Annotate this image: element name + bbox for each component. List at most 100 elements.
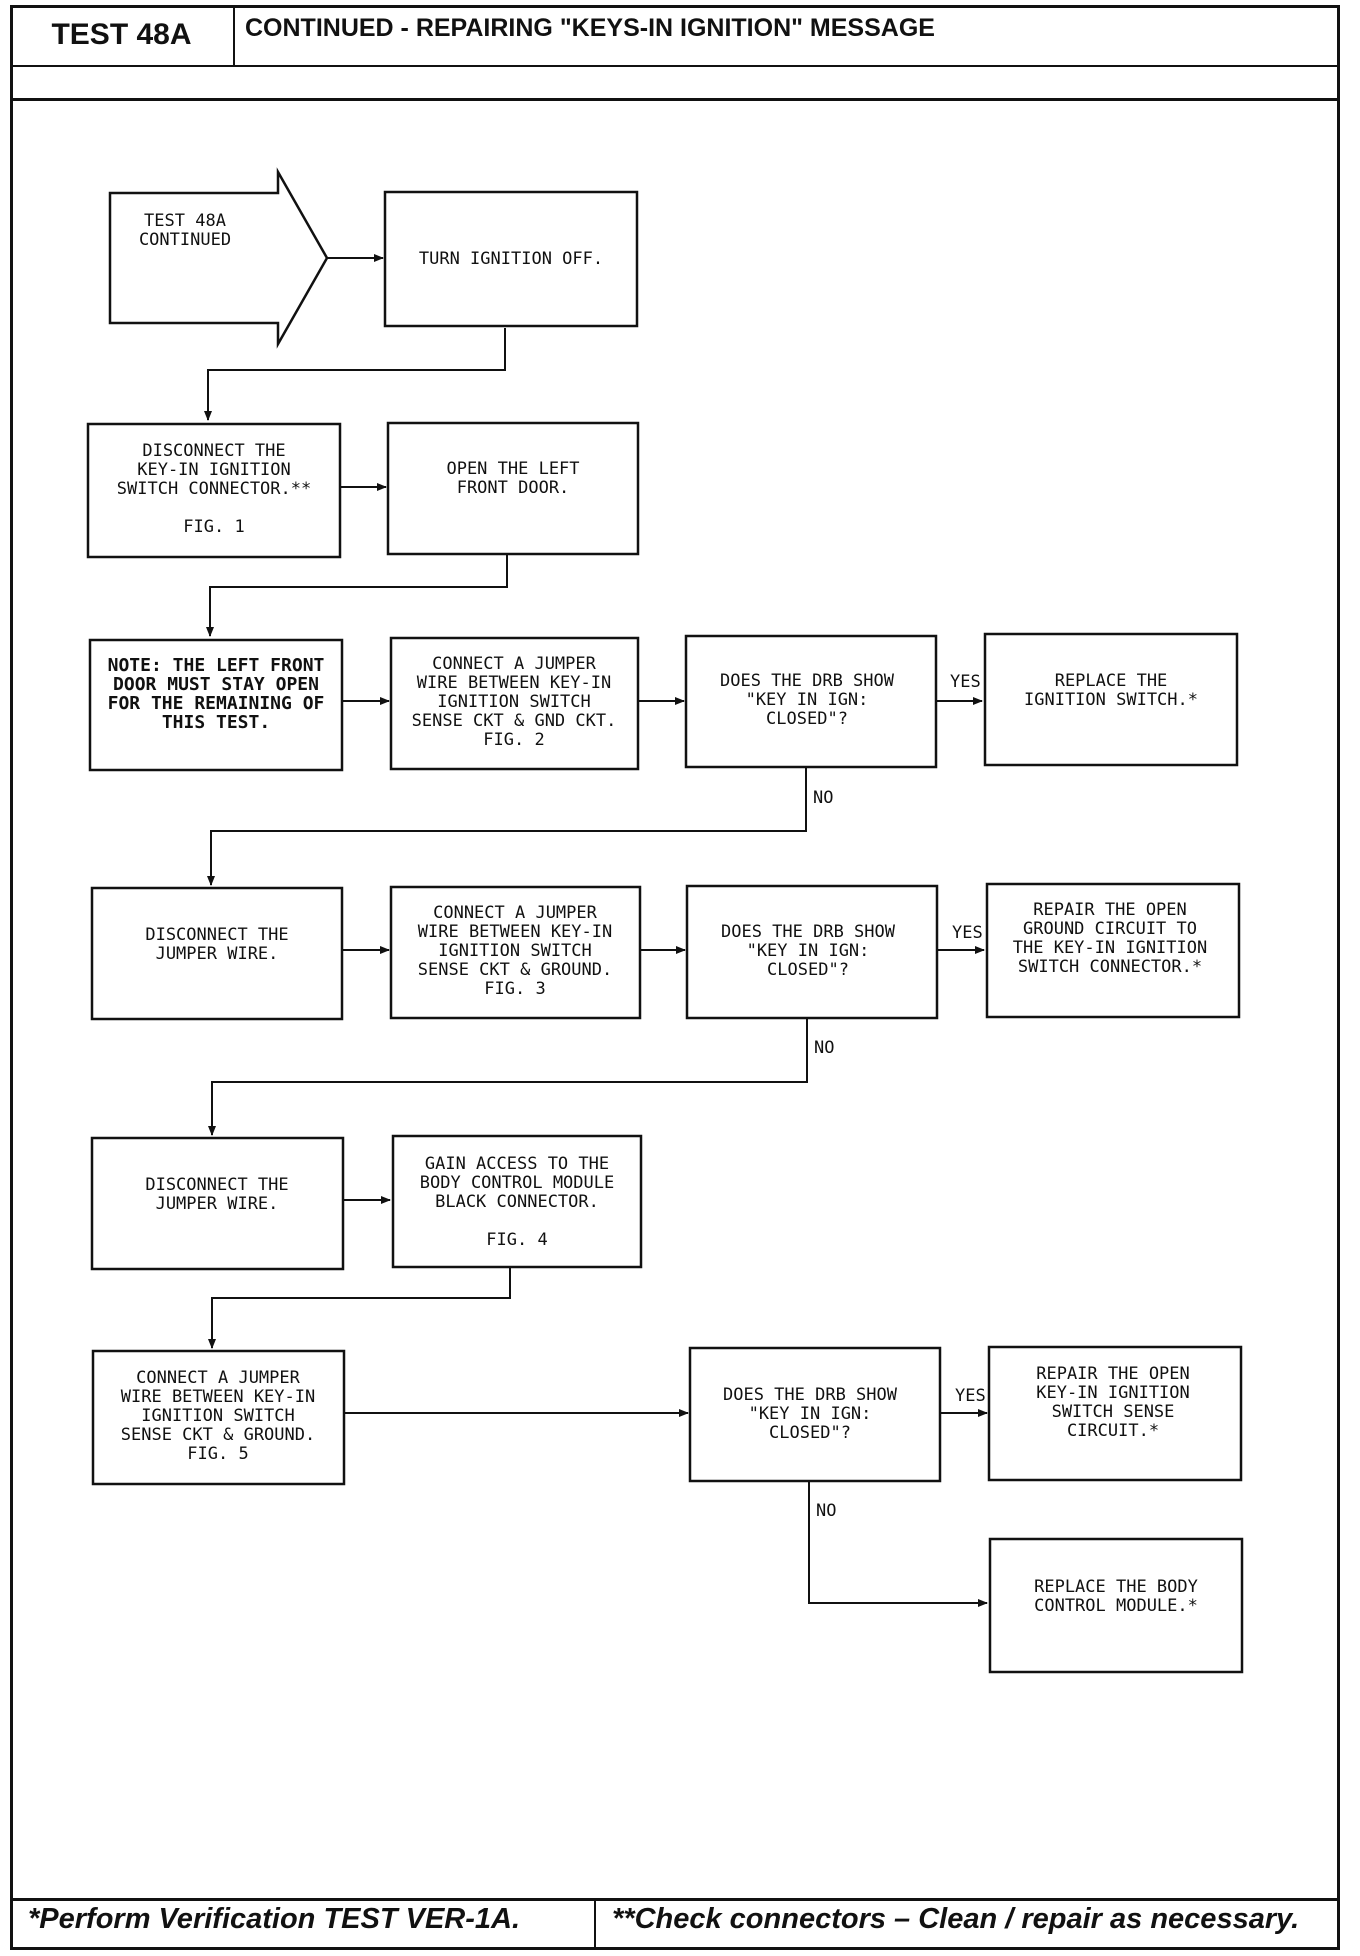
- flow-text-line: SWITCH SENSE: [1052, 1402, 1175, 1422]
- repair-ground-box: [985, 882, 1241, 1019]
- start-pointer: [108, 167, 329, 349]
- flow-text-line: REPAIR THE OPEN: [1036, 1364, 1190, 1384]
- flow-text-line: REPLACE THE BODY: [1034, 1577, 1198, 1597]
- question-1-text: DOES THE DRB SHOW"KEY IN IGN:CLOSED"?: [720, 671, 895, 729]
- flow-text-line: NOTE: THE LEFT FRONT: [108, 655, 325, 676]
- yes-label-3: YES: [955, 1386, 986, 1406]
- open-door-box: [386, 421, 640, 556]
- flow-text-line: REPLACE THE: [1055, 671, 1168, 691]
- flow-text-line: FIG. 2: [483, 730, 544, 750]
- footer-divider: [594, 1898, 596, 1950]
- flow-text-line: THE KEY-IN IGNITION: [1013, 938, 1207, 958]
- flow-text-line: DOES THE DRB SHOW: [720, 671, 895, 691]
- flow-text-line: TURN IGNITION OFF.: [419, 249, 603, 269]
- flow-text-line: "KEY IN IGN:: [746, 690, 869, 710]
- flow-text-line: FIG. 5: [187, 1444, 248, 1464]
- disconnect-switch-box: [86, 422, 342, 559]
- footer-connector-note: **Check connectors – Clean / repair as n…: [612, 1903, 1300, 1935]
- turn-ignition-off-box: [383, 190, 639, 328]
- flow-text-line: WIRE BETWEEN KEY-IN: [417, 673, 611, 693]
- disconnect-jumper-1-box: [90, 886, 344, 1021]
- test-id: TEST 48A: [10, 5, 235, 65]
- question-1-box: [684, 634, 938, 769]
- flow-text-line: IGNITION SWITCH: [438, 941, 592, 961]
- flow-text-line: THIS TEST.: [162, 712, 270, 733]
- no-label-2: NO: [814, 1038, 834, 1058]
- flow-text-line: DISCONNECT THE: [145, 1175, 288, 1195]
- flow-text-line: CONTROL MODULE.*: [1034, 1596, 1198, 1616]
- flow-text-line: SENSE CKT & GROUND.: [121, 1425, 315, 1445]
- flow-text-line: JUMPER WIRE.: [156, 944, 279, 964]
- arrow-question-1-no: [207, 765, 807, 886]
- note-box: [88, 638, 344, 772]
- flow-text-line: FIG. 1: [183, 517, 244, 537]
- replace-switch-box: [983, 632, 1239, 767]
- turn-ignition-off-text: TURN IGNITION OFF.: [419, 249, 603, 269]
- replace-bcm-box: [988, 1537, 1244, 1674]
- flow-text-line: DOES THE DRB SHOW: [721, 922, 896, 942]
- flow-text-line: "KEY IN IGN:: [749, 1404, 872, 1424]
- page-frame: [10, 5, 1340, 1950]
- flow-text-line: IGNITION SWITCH.*: [1024, 690, 1198, 710]
- gain-access-box: [391, 1134, 643, 1269]
- flow-text-line: SWITCH CONNECTOR.**: [117, 479, 311, 499]
- arrow-question-3-no: [808, 1478, 988, 1607]
- jumper-gnd-ckt-box: [389, 636, 640, 771]
- repair-sense-box: [987, 1345, 1243, 1482]
- jumper-ground-2-box: [91, 1349, 346, 1486]
- arrow-gain-access-to-jumper: [208, 1265, 511, 1349]
- flow-text-line: WIRE BETWEEN KEY-IN: [121, 1387, 315, 1407]
- flow-text-line: KEY-IN IGNITION: [137, 460, 291, 480]
- flow-text-line: FRONT DOOR.: [457, 478, 570, 498]
- flow-text-line: CLOSED"?: [767, 960, 849, 980]
- flow-text-line: DISCONNECT THE: [142, 441, 285, 461]
- question-2-box: [685, 884, 939, 1020]
- flow-text-line: GROUND CIRCUIT TO: [1023, 919, 1197, 939]
- flow-text-line: GAIN ACCESS TO THE: [425, 1154, 609, 1174]
- flow-text-line: "KEY IN IGN:: [747, 941, 870, 961]
- arrow-question-2-no: [208, 1015, 808, 1136]
- flow-text-line: IGNITION SWITCH: [141, 1406, 295, 1426]
- disconnect-jumper-2-box: [90, 1136, 345, 1271]
- flow-text-line: FOR THE REMAINING OF: [108, 693, 325, 714]
- question-3-box: [688, 1346, 942, 1483]
- flow-text-line: REPAIR THE OPEN: [1033, 900, 1187, 920]
- flow-text-line: FIG. 3: [484, 979, 545, 999]
- flow-text-line: WIRE BETWEEN KEY-IN: [418, 922, 612, 942]
- flow-text-line: CONTINUED: [139, 230, 231, 250]
- flow-text-line: SENSE CKT & GROUND.: [418, 960, 612, 980]
- arrow-turn-off-to-disconnect: [204, 328, 506, 421]
- flow-text-line: FIG. 4: [486, 1230, 547, 1250]
- connectors: [204, 254, 988, 1607]
- arrow-open-door-to-note: [206, 554, 508, 637]
- flow-text-line: OPEN THE LEFT: [446, 459, 579, 479]
- flow-text-line: DOOR MUST STAY OPEN: [113, 674, 319, 695]
- jumper-ground-1-box: [389, 885, 642, 1020]
- flow-text-line: CONNECT A JUMPER: [432, 654, 597, 674]
- flow-text-line: IGNITION SWITCH: [437, 692, 591, 712]
- yes-label-2: YES: [952, 923, 983, 943]
- page-title: CONTINUED - REPAIRING "KEYS-IN IGNITION"…: [245, 14, 935, 42]
- no-label-1: NO: [813, 788, 833, 808]
- no-label-3: NO: [816, 1501, 836, 1521]
- flow-text-line: CIRCUIT.*: [1067, 1421, 1159, 1441]
- flow-text-line: CLOSED"?: [766, 709, 848, 729]
- question-2-text: DOES THE DRB SHOW"KEY IN IGN:CLOSED"?: [721, 922, 896, 980]
- flow-text-line: CONNECT A JUMPER: [136, 1368, 301, 1388]
- footer-rule: [10, 1898, 1340, 1950]
- yes-label-1: YES: [950, 672, 981, 692]
- flow-text-line: JUMPER WIRE.: [156, 1194, 279, 1214]
